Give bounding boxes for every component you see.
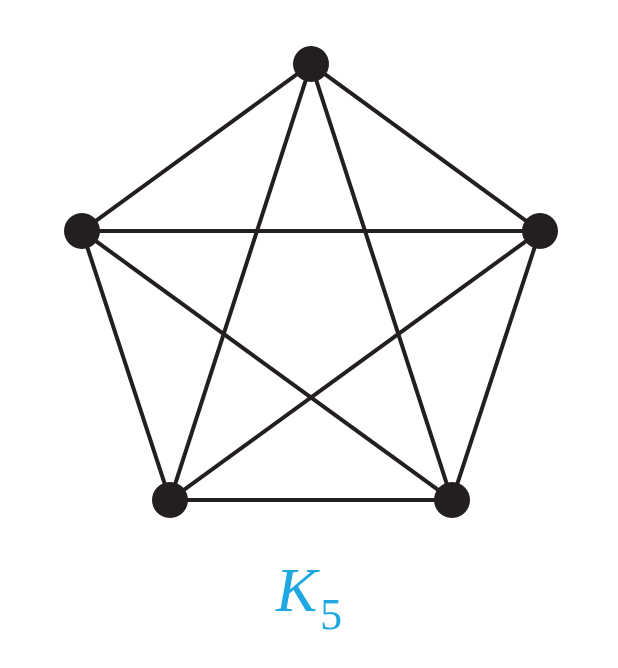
edge-v2-v4 [80,229,172,502]
vertices-group [64,46,558,518]
caption-main: K [275,557,319,625]
vertex-v3 [522,213,558,249]
vertex-v5 [434,482,470,518]
k5-graph-diagram [64,46,558,518]
graph-caption: K5 [0,560,618,660]
caption-subscript: 5 [320,590,343,639]
vertex-v1 [293,46,329,82]
edge-v2-v5 [80,229,454,502]
edges-group [80,62,542,502]
vertex-v2 [64,213,100,249]
edge-v1-v2 [80,62,313,233]
edge-v1-v4 [168,62,313,502]
edge-v1-v3 [309,62,542,233]
edge-v3-v4 [168,229,542,502]
edge-v3-v5 [450,229,542,502]
vertex-v4 [152,482,188,518]
edge-v1-v5 [309,62,454,502]
